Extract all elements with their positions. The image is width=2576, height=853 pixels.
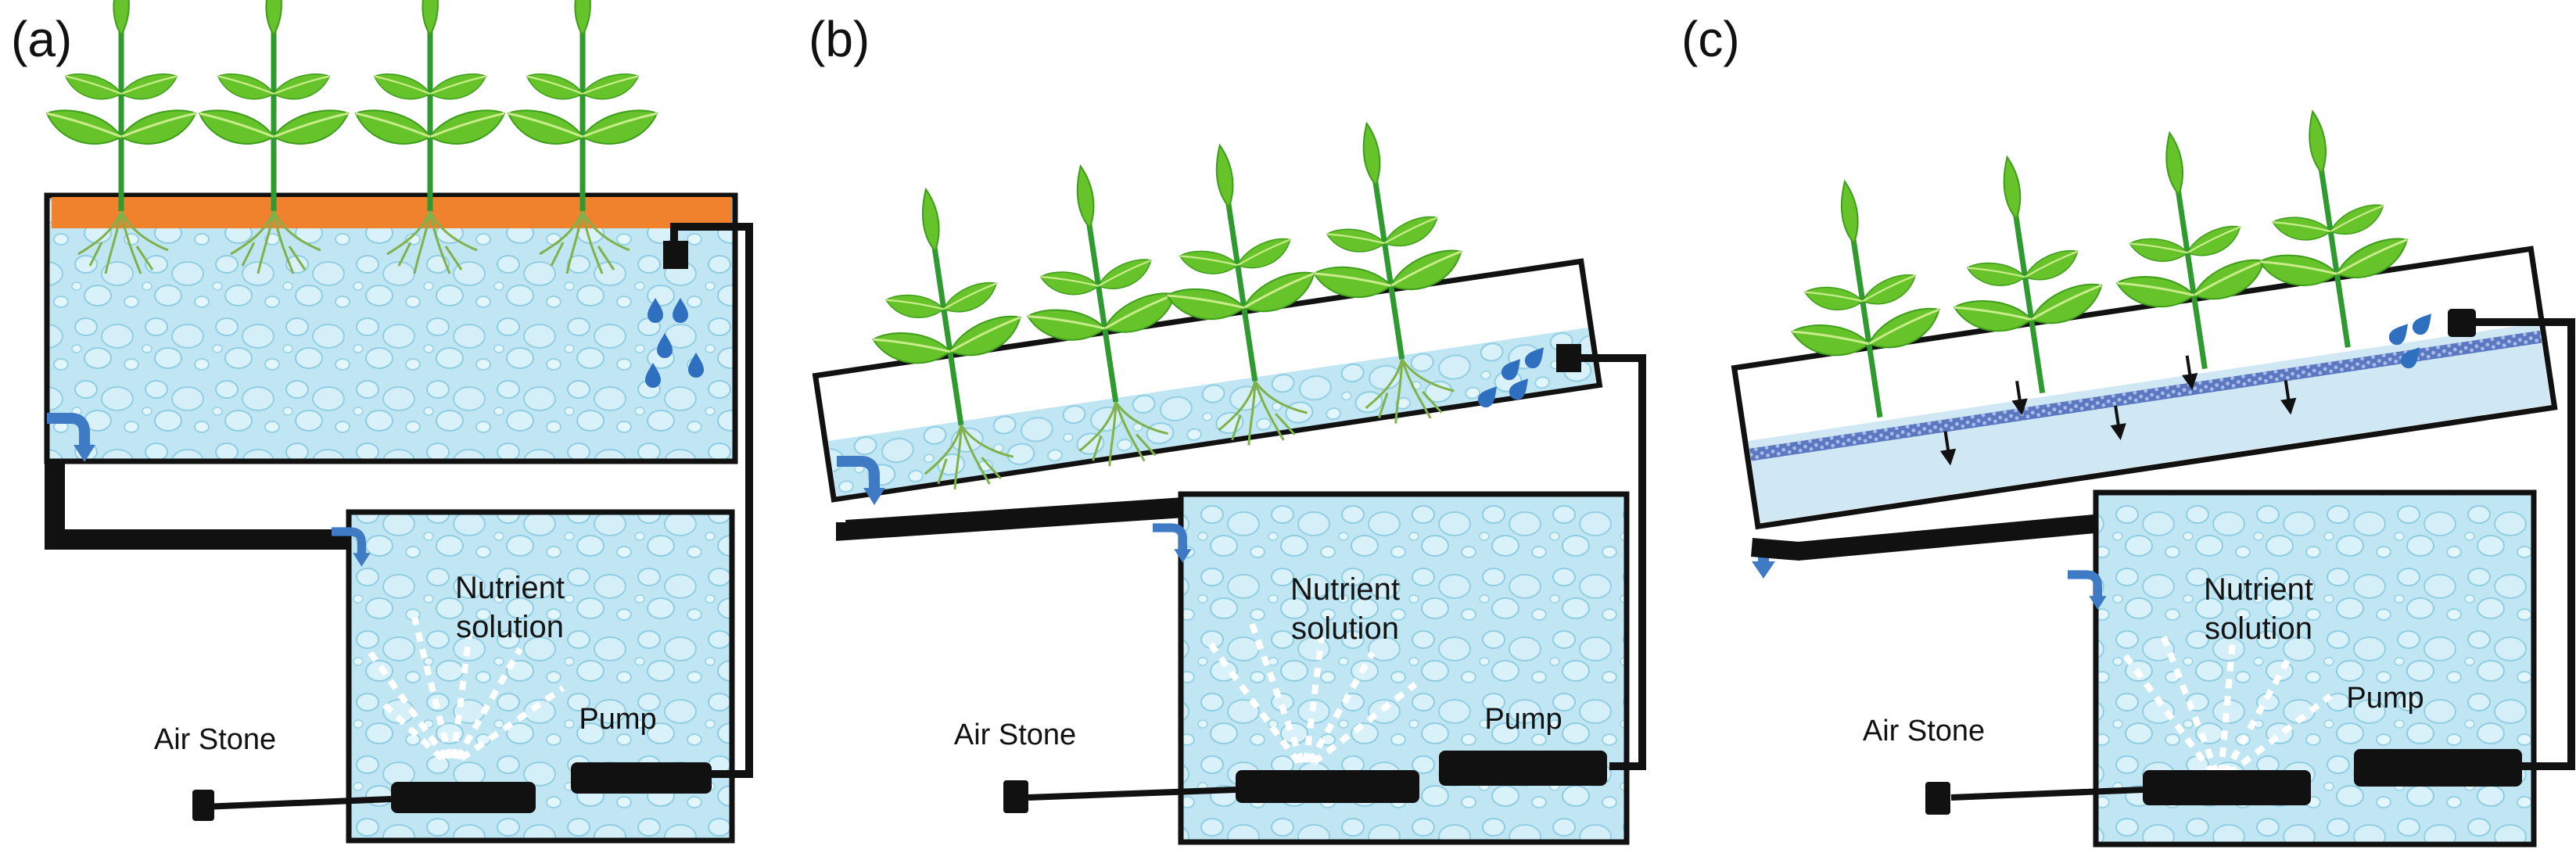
nutrient-label-1: Nutrient xyxy=(455,571,565,605)
air-line xyxy=(1028,787,1236,801)
panel-label-c: (c) xyxy=(1681,11,1740,67)
drain-pipe xyxy=(836,496,1197,541)
air-pump-plug xyxy=(192,790,214,821)
air-pump-plug xyxy=(1925,782,1950,815)
grow-tank xyxy=(44,192,738,464)
floating-raft xyxy=(52,197,732,228)
air-bubbles xyxy=(1205,620,1418,765)
air-line xyxy=(203,796,392,810)
drain-arrows xyxy=(1939,355,2297,466)
panel-label-b: (b) xyxy=(809,11,870,67)
outflow-arrowhead xyxy=(1752,561,1775,579)
pump-pipe xyxy=(670,223,753,778)
panel-c-aquaponic-bed: Nutrient solution Pump Air Stone xyxy=(1731,83,2575,848)
pump xyxy=(1439,751,1607,786)
panel-label-a: (a) xyxy=(11,11,73,67)
nutrient-label-2: solution xyxy=(1291,611,1399,646)
pump xyxy=(571,762,712,794)
filter-mesh xyxy=(1749,330,2542,461)
air-bubbles xyxy=(364,617,565,762)
air-stone xyxy=(391,782,536,813)
air-stone-label: Air Stone xyxy=(954,719,1076,751)
inlet-nozzle xyxy=(2448,309,2476,337)
pump-label: Pump xyxy=(579,703,656,736)
pump-label: Pump xyxy=(2346,682,2424,715)
nutrient-label-1: Nutrient xyxy=(2204,572,2313,607)
panel-b-nutrient-film-technique: Nutrient solution Pump Air Stone xyxy=(812,95,1646,845)
air-bubbles xyxy=(2120,632,2333,777)
air-stone xyxy=(1236,770,1419,803)
pump-label: Pump xyxy=(1484,703,1562,736)
nutrient-label-1: Nutrient xyxy=(1290,572,1400,607)
pump-pipe xyxy=(2471,318,2575,770)
inflow-arrow xyxy=(2068,575,2107,610)
drain-pipe xyxy=(45,463,360,550)
nutrient-label-2: solution xyxy=(2205,611,2312,646)
nutrient-film xyxy=(828,327,1596,497)
media-layer xyxy=(1748,322,2552,523)
pump xyxy=(2354,749,2522,787)
air-line xyxy=(1950,787,2144,801)
air-stone-label: Air Stone xyxy=(1863,715,1985,747)
inflow-arrow xyxy=(1153,528,1192,563)
panel-a-deep-water-culture: Nutrient solution Pump Air Stone xyxy=(44,0,753,844)
drain-pipe xyxy=(1751,513,2113,561)
air-pump-plug xyxy=(1003,780,1028,813)
nutrient-label-2: solution xyxy=(456,610,564,644)
air-stone-label: Air Stone xyxy=(154,723,276,756)
pump-pipe xyxy=(1576,354,1646,770)
air-stone xyxy=(2143,770,2311,805)
